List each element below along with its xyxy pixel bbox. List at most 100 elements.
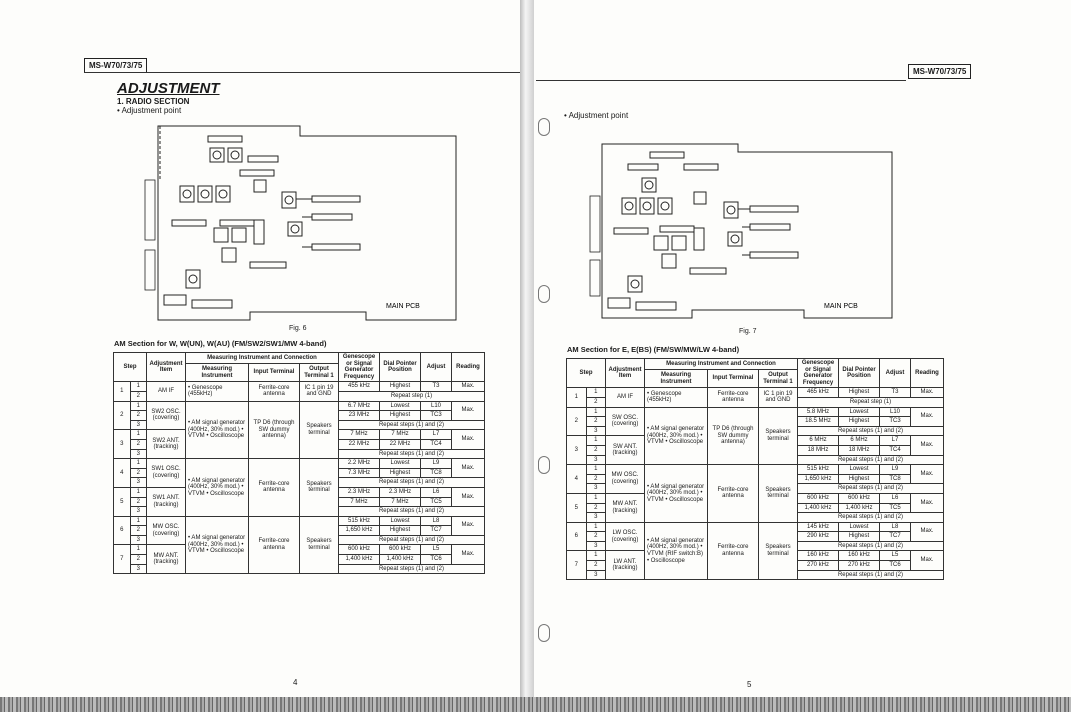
- cell-gen: 1,650 kHz: [338, 525, 380, 536]
- hdr-reading: Reading: [910, 357, 944, 389]
- cell-item: SW1 ANT. (tracking): [146, 486, 186, 517]
- hdr-adjust: Adjust: [420, 351, 452, 383]
- cell-reading: Max.: [451, 486, 485, 508]
- cell-reading: Max.: [910, 406, 944, 427]
- cell-item: AM IF: [146, 381, 186, 402]
- cell-item: MW OSC. (covering): [146, 515, 186, 546]
- cell-adjust: L8: [879, 521, 911, 533]
- cell-gen: 2.3 MHz: [338, 486, 380, 498]
- cell-gen: 1,400 kHz: [797, 502, 839, 514]
- cell-repeat: Repeat steps (1) and (2): [338, 477, 485, 488]
- cell-repeat: Repeat steps (1) and (2): [797, 569, 944, 581]
- cell-reading: Max.: [451, 515, 485, 536]
- cell-item: LW ANT. (tracking): [605, 550, 645, 581]
- cell-gen: 6.7 MHz: [338, 400, 380, 412]
- cell-repeat: Repeat step (1): [797, 396, 944, 408]
- cell-repeat: Repeat steps (1) and (2): [338, 448, 485, 460]
- cell-gen: 290 kHz: [797, 531, 839, 542]
- cell-item: SW1 OSC. (covering): [146, 458, 186, 488]
- cell-adjust: TC3: [879, 416, 911, 427]
- figure-label: Fig. 7: [739, 328, 757, 335]
- cell-dial: 6 MHz: [838, 435, 880, 446]
- cell-output: IC 1 pin 19 and GND: [299, 381, 339, 402]
- cell-output: Speakers terminal: [299, 400, 339, 460]
- binder-hole: [538, 624, 550, 642]
- cell-adjust: TC8: [879, 473, 911, 485]
- cell-adjust: TC4: [420, 438, 452, 450]
- cell-reading: Max.: [910, 464, 944, 485]
- cell-input: Ferrite-core antenna: [248, 458, 300, 517]
- cell-dial: Highest: [379, 467, 421, 479]
- hdr-measuring-instrument: Measuring Instrument: [185, 362, 249, 383]
- adjustment-table: Step Adjustment Item Measuring Instrumen…: [566, 357, 944, 581]
- cell-dial: Lowest: [379, 400, 421, 412]
- cell-input: Ferrite-core antenna: [707, 387, 759, 408]
- cell-output: Speakers terminal: [299, 458, 339, 517]
- hdr-input-terminal: Input Terminal: [707, 368, 759, 389]
- cell-adjust: TC8: [420, 467, 452, 479]
- cell-item: AM IF: [605, 387, 645, 408]
- section-title: 1. RADIO SECTION: [117, 97, 190, 106]
- cell-input: TP D6 (through SW dummy antenna): [707, 406, 759, 466]
- cell-meas: • AM signal generator (400Hz, 30% mod.) …: [185, 515, 249, 575]
- cell-gen: 18 MHz: [797, 444, 839, 456]
- cell-adjust: L10: [420, 400, 452, 412]
- cell-adjust: L7: [879, 435, 911, 446]
- cell-output: Speakers terminal: [758, 521, 798, 581]
- cell-dial: Lowest: [838, 464, 880, 475]
- cell-adjust: L6: [420, 486, 452, 498]
- cell-gen: 515 kHz: [338, 515, 380, 527]
- cell-dial: Highest: [379, 381, 421, 392]
- cell-repeat: Repeat steps (1) and (2): [797, 512, 944, 523]
- cell-reading: Max.: [451, 381, 485, 392]
- cell-dial: 1,400 kHz: [838, 502, 880, 514]
- cell-reading: Max.: [451, 400, 485, 421]
- cell-dial: 160 kHz: [838, 550, 880, 562]
- cell-reading: Max.: [910, 521, 944, 542]
- cell-adjust: T3: [420, 381, 452, 392]
- cell-dial: Highest: [838, 473, 880, 485]
- hdr-dial-pointer: Dial Pointer Position: [838, 357, 880, 389]
- hdr-adjust-item: Adjustment Item: [146, 351, 186, 383]
- hdr-input-terminal: Input Terminal: [248, 362, 300, 383]
- cell-output: Speakers terminal: [299, 515, 339, 575]
- cell-input: Ferrite-core antenna: [707, 464, 759, 523]
- cell-reading: Max.: [451, 429, 485, 450]
- pcb-main-label: MAIN PCB: [824, 303, 858, 310]
- top-rule: [536, 80, 906, 81]
- page-number: 5: [747, 680, 752, 689]
- cell-gen: 145 kHz: [797, 521, 839, 533]
- cell-meas: • Genescope (455kHz): [185, 381, 249, 402]
- cell-dial: Highest: [838, 416, 880, 427]
- cell-dial: 1,400 kHz: [379, 554, 421, 565]
- hdr-measuring-connection: Measuring Instrument and Connection: [644, 358, 798, 370]
- cell-gen: 455 kHz: [338, 381, 380, 392]
- cell-item: LW OSC. (covering): [605, 521, 645, 552]
- cell-repeat: Repeat steps (1) and (2): [797, 483, 944, 494]
- cell-reading: Max.: [451, 458, 485, 479]
- cell-adjust: TC7: [879, 531, 911, 542]
- model-tag: MS-W70/73/75: [84, 58, 148, 73]
- cell-gen: 465 kHz: [797, 387, 839, 398]
- cell-item: SW2 OSC. (covering): [146, 400, 186, 431]
- cell-repeat: Repeat steps (1) and (2): [797, 454, 944, 466]
- cell-meas: • AM signal generator (400Hz, 30% mod.) …: [644, 521, 708, 581]
- cell-adjust: L9: [879, 464, 911, 475]
- left-page: MS-W70/73/75 ADJUSTMENT 1. RADIO SECTION…: [0, 0, 529, 712]
- cell-dial: 18 MHz: [838, 444, 880, 456]
- cell-dial: 2.3 MHz: [379, 486, 421, 498]
- cell-gen: 22 MHz: [338, 438, 380, 450]
- cell-gen: 600 kHz: [338, 544, 380, 556]
- cell-gen: 7.3 MHz: [338, 467, 380, 479]
- cell-reading: Max.: [910, 550, 944, 571]
- cell-adjust: L5: [420, 544, 452, 556]
- cell-repeat: Repeat steps (1) and (2): [338, 534, 485, 546]
- cell-adjust: TC5: [879, 502, 911, 514]
- cell-dial: Lowest: [379, 515, 421, 527]
- cell-repeat: Repeat steps (1) and (2): [797, 540, 944, 552]
